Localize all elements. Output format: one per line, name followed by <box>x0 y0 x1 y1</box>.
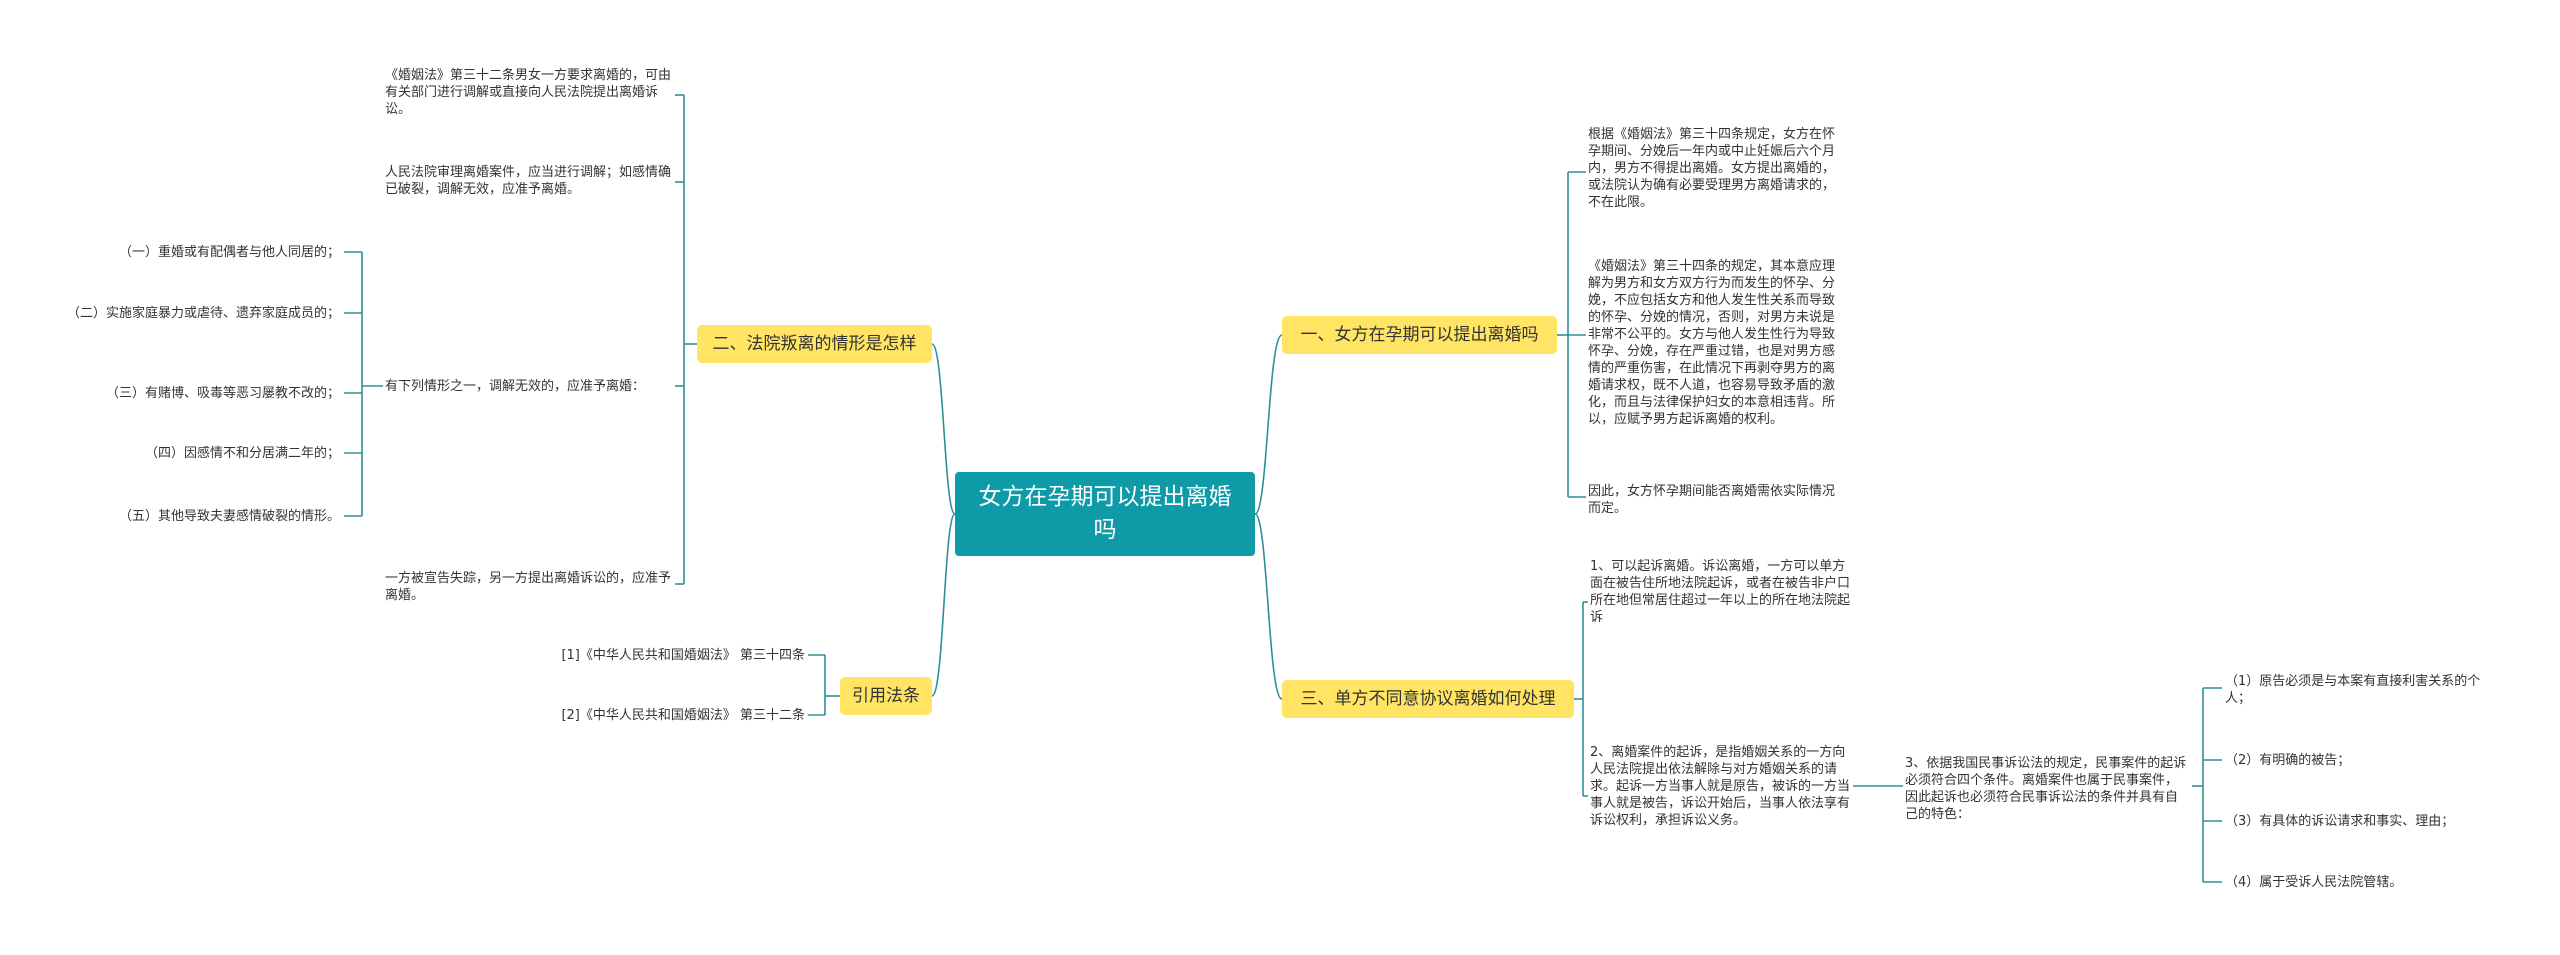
sub-b3-2: （2）有明确的被告； <box>2225 753 2351 768</box>
leaf-b3-2: 2、离婚案件的起诉，是指婚姻关系的一方向人民法院提出依法解除与对方婚姻关系的请求… <box>1590 745 1851 828</box>
branch-pregnancy-divorce[interactable]: 一、女方在孕期可以提出离婚吗 <box>1282 316 1557 354</box>
leaf-b3-3: 3、依据我国民事诉讼法的规定，民事案件的起诉必须符合四个条件。离婚案件也属于民事… <box>1905 756 2187 822</box>
connector-2 <box>931 343 956 515</box>
branch-unilateral-divorce[interactable]: 三、单方不同意协议离婚如何处理 <box>1282 680 1574 718</box>
leaf-b3-1: 1、可以起诉离婚。诉讼离婚，一方可以单方面在被告住所地法院起诉，或者在被告非户口… <box>1590 559 1851 625</box>
sub-b2-5: （五）其他导致夫妻感情破裂的情形。 <box>118 509 340 524</box>
sub-b2-2: （二）实施家庭暴力或虐待、遗弃家庭成员的； <box>66 306 340 321</box>
leaf-b2-3: 有下列情形之一，调解无效的，应准予离婚： <box>385 379 646 394</box>
connector-0 <box>1254 334 1283 515</box>
leaf-b2-1: 《婚姻法》第三十二条男女一方要求离婚的，可由有关部门进行调解或直接向人民法院提出… <box>385 68 672 117</box>
leaf-b1-1: 根据《婚姻法》第三十四条规定，女方在怀孕期间、分娩后一年内或中止妊娠后六个月内，… <box>1588 127 1836 210</box>
sub-b2-4: （四）因感情不和分居满二年的； <box>144 446 340 461</box>
branch-cited-laws[interactable]: 引用法条 <box>840 677 932 715</box>
sub-b3-3: （3）有具体的诉讼请求和事实、理由； <box>2225 814 2455 829</box>
leaf-b1-3: 因此，女方怀孕期间能否离婚需依实际情况而定。 <box>1588 484 1836 516</box>
leaf-b2-2: 人民法院审理离婚案件，应当进行调解；如感情确已破裂，调解无效，应准予离婚。 <box>385 165 672 197</box>
leaf-b1-2: 《婚姻法》第三十四条的规定，其本意应理解为男方和女方双方行为而发生的怀孕、分娩，… <box>1588 259 1836 427</box>
branch-label: 二、法院叛离的情形是怎样 <box>712 334 917 354</box>
sub-b2-3: （三）有赌博、吸毒等恶习屡教不改的； <box>105 386 340 401</box>
leaf-b2-4: 一方被宣告失踪，另一方提出离婚诉讼的，应准予离婚。 <box>385 571 672 603</box>
central-topic-label: 女方在孕期可以提出离婚吗 <box>978 484 1232 543</box>
branch-label: 一、女方在孕期可以提出离婚吗 <box>1300 325 1539 345</box>
sub-b3-1: （1）原告必须是与本案有直接利害关系的个人； <box>2225 674 2481 706</box>
connector-1 <box>1254 513 1283 700</box>
central-topic[interactable]: 女方在孕期可以提出离婚吗 <box>955 472 1255 556</box>
connector-3 <box>931 513 956 697</box>
branch-label: 三、单方不同意协议离婚如何处理 <box>1300 689 1556 709</box>
branch-label: 引用法条 <box>852 686 920 706</box>
leaf-b4-1: [1]《中华人民共和国婚姻法》 第三十四条 <box>561 648 805 663</box>
branch-court-divorce-conditions[interactable]: 二、法院叛离的情形是怎样 <box>697 325 932 363</box>
leaf-b4-2: [2]《中华人民共和国婚姻法》 第三十二条 <box>561 708 805 723</box>
sub-b3-4: （4）属于受诉人民法院管辖。 <box>2225 875 2403 890</box>
sub-b2-1: （一）重婚或有配偶者与他人同居的； <box>118 245 340 260</box>
